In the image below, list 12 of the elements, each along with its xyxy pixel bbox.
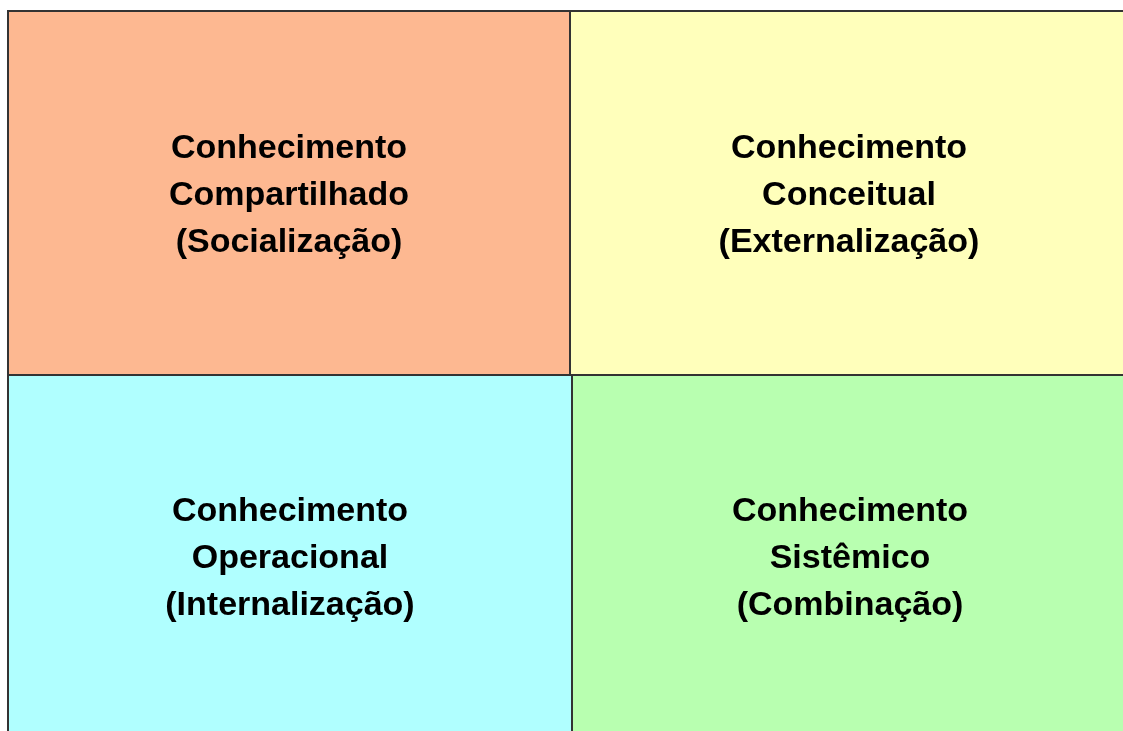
quadrant-subtitle: (Combinação)	[735, 582, 965, 624]
quadrant-subtitle: (Externalização)	[717, 219, 981, 261]
quadrant-box	[7, 374, 573, 731]
quadrant-title: Conhecimento Operacional	[170, 488, 410, 577]
quadrant-subtitle: (Internalização)	[164, 582, 416, 624]
quadrant-title: Conhecimento Sistêmico	[730, 488, 970, 577]
quadrant-box	[569, 10, 1123, 376]
quadrant-title: Conhecimento Conceitual	[729, 125, 969, 214]
quadrant-title: Conhecimento Compartilhado	[168, 125, 410, 214]
quadrant-box	[571, 374, 1123, 731]
quadrant-box	[7, 10, 571, 376]
quadrant-subtitle: (Socialização)	[174, 219, 404, 261]
